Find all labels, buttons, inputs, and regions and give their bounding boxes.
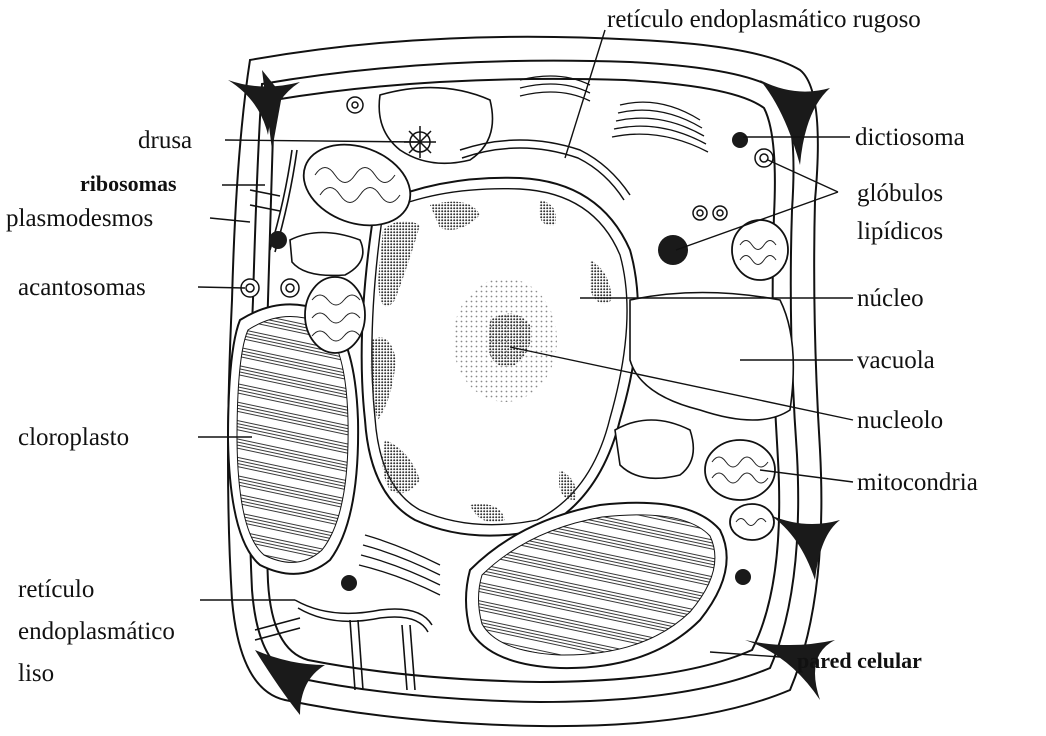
label-smooth-er-line1: retículo [18,576,94,604]
label-lipid-globules-line1: glóbulos [857,180,943,208]
label-ribosomes: ribosomas [80,170,177,198]
label-dictyosome: dictiosoma [855,124,965,152]
label-drusa: drusa [138,127,192,155]
label-chloroplast: cloroplasto [18,424,129,452]
label-acanthosomes: acantosomas [18,274,146,302]
label-smooth-er-line2: endoplasmático [18,618,175,646]
label-mitochondria: mitocondria [857,469,978,497]
label-nucleolus: nucleolo [857,407,943,435]
smooth-er [295,600,432,632]
label-nucleus: núcleo [857,285,924,313]
label-lipid-globules-line2: lipídicos [857,218,943,246]
label-vacuole: vacuola [857,347,935,375]
label-cell-wall: pared celular [797,647,922,675]
nucleus [362,178,638,536]
label-plasmodesmata: plasmodesmos [6,205,153,233]
label-smooth-er-line3: liso [18,660,54,688]
label-rough-er: retículo endoplasmático rugoso [607,6,921,34]
